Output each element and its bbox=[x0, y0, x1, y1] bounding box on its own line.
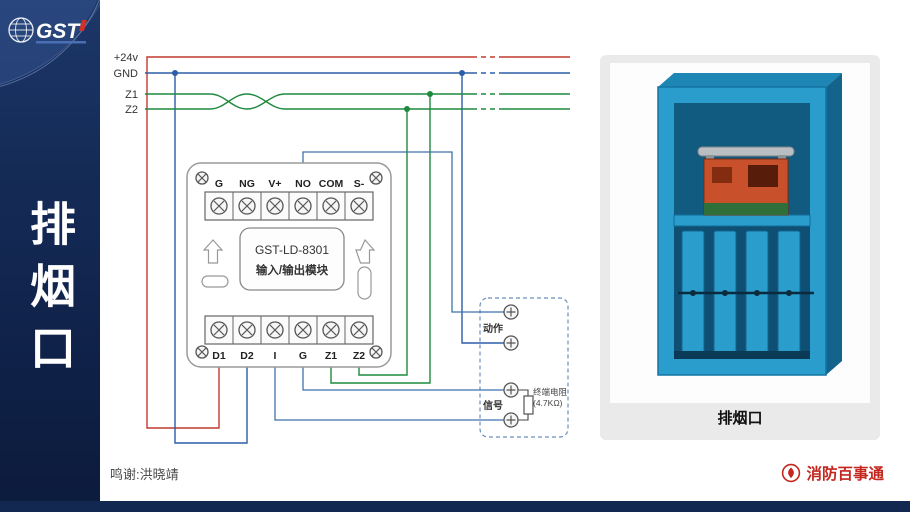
terminal-label: G bbox=[299, 350, 307, 362]
brand-logo: 消防百事通 bbox=[781, 462, 884, 484]
module-model: GST-LD-8301 bbox=[255, 243, 329, 257]
corner-screw-icon bbox=[369, 345, 383, 359]
damper-actuator bbox=[697, 146, 795, 216]
module-kind: 输入/输出模块 bbox=[256, 263, 329, 277]
terminal-label: D2 bbox=[240, 350, 254, 362]
terminal-screw-icon bbox=[350, 197, 368, 215]
brand-flame-icon bbox=[782, 463, 801, 483]
action-label: 动作 bbox=[483, 322, 503, 335]
terminal-screw-icon bbox=[322, 321, 340, 339]
terminal-screw-icon bbox=[322, 197, 340, 215]
terminal-screw-icon bbox=[238, 321, 256, 339]
terminal-label: NO bbox=[295, 178, 311, 190]
terminal-label: I bbox=[274, 350, 277, 362]
wire-24v bbox=[146, 56, 570, 429]
wiring-diagram: +24v GND Z1 Z2 GST-LD-8301 输入/输出模块 bbox=[114, 52, 570, 444]
junction-dots bbox=[172, 70, 465, 112]
terminal-label: Z2 bbox=[353, 350, 365, 362]
bus-label-z1: Z1 bbox=[125, 89, 138, 101]
terminal-label: G bbox=[215, 178, 223, 190]
io-module: GST-LD-8301 输入/输出模块 bbox=[186, 162, 392, 368]
terminal-label: COM bbox=[319, 178, 344, 190]
terminal-screw-icon bbox=[266, 197, 284, 215]
module-slot bbox=[201, 275, 229, 288]
signal-screw-icon bbox=[503, 382, 519, 398]
signal-screw-icon bbox=[503, 412, 519, 428]
corner-screw-icon bbox=[195, 345, 209, 359]
wire-action bbox=[302, 151, 504, 313]
terminal-label: D1 bbox=[212, 350, 226, 362]
terminal-label: V+ bbox=[268, 178, 281, 190]
terminal-label: S- bbox=[354, 178, 365, 190]
signal-label: 信号 bbox=[483, 399, 503, 412]
module-slot bbox=[357, 266, 372, 300]
terminal-screw-icon bbox=[238, 197, 256, 215]
damper-slats bbox=[678, 230, 814, 354]
page-title-vertical: 排烟口 bbox=[24, 200, 76, 386]
terminal-screw-icon bbox=[210, 197, 228, 215]
terminal-label: Z1 bbox=[325, 350, 337, 362]
corner-screw-icon bbox=[195, 171, 209, 185]
resistor-value: (4.7KΩ) bbox=[533, 398, 563, 408]
resistor-name: 终端电阻 bbox=[533, 387, 568, 397]
gst-logo: GST bbox=[8, 17, 87, 44]
corner-screw-icon bbox=[369, 171, 383, 185]
action-screw-icon bbox=[503, 304, 519, 320]
terminal-screw-icon bbox=[294, 321, 312, 339]
terminal-resistor bbox=[518, 389, 534, 421]
terminal-screw-icon bbox=[266, 321, 284, 339]
damper-connector-box bbox=[479, 297, 569, 438]
brand-name: 消防百事通 bbox=[806, 466, 884, 483]
footer-bar bbox=[0, 501, 910, 512]
up-arrow-icon bbox=[355, 238, 376, 264]
sidebar: GST 排烟口 bbox=[0, 0, 100, 512]
wire-signal bbox=[274, 367, 504, 421]
terminal-screw-icon bbox=[350, 321, 368, 339]
product-caption: 排烟口 bbox=[717, 410, 763, 427]
product-panel: 排烟口 bbox=[600, 55, 880, 440]
logo-text: GST bbox=[36, 20, 81, 43]
wire-gnd bbox=[145, 72, 570, 444]
wire-z1 bbox=[145, 93, 570, 384]
up-arrow-icon bbox=[202, 239, 224, 264]
damper-photo bbox=[610, 63, 870, 403]
bus-label-24v: +24v bbox=[114, 52, 139, 64]
wire-z2 bbox=[145, 93, 570, 376]
terminal-label: NG bbox=[239, 178, 255, 190]
action-screw-icon bbox=[503, 335, 519, 351]
terminal-screw-icon bbox=[210, 321, 228, 339]
terminal-screw-icon bbox=[294, 197, 312, 215]
bus-label-z2: Z2 bbox=[125, 104, 138, 116]
bus-label-gnd: GND bbox=[114, 68, 139, 80]
credit-text: 鸣谢:洪晓靖 bbox=[110, 467, 179, 482]
